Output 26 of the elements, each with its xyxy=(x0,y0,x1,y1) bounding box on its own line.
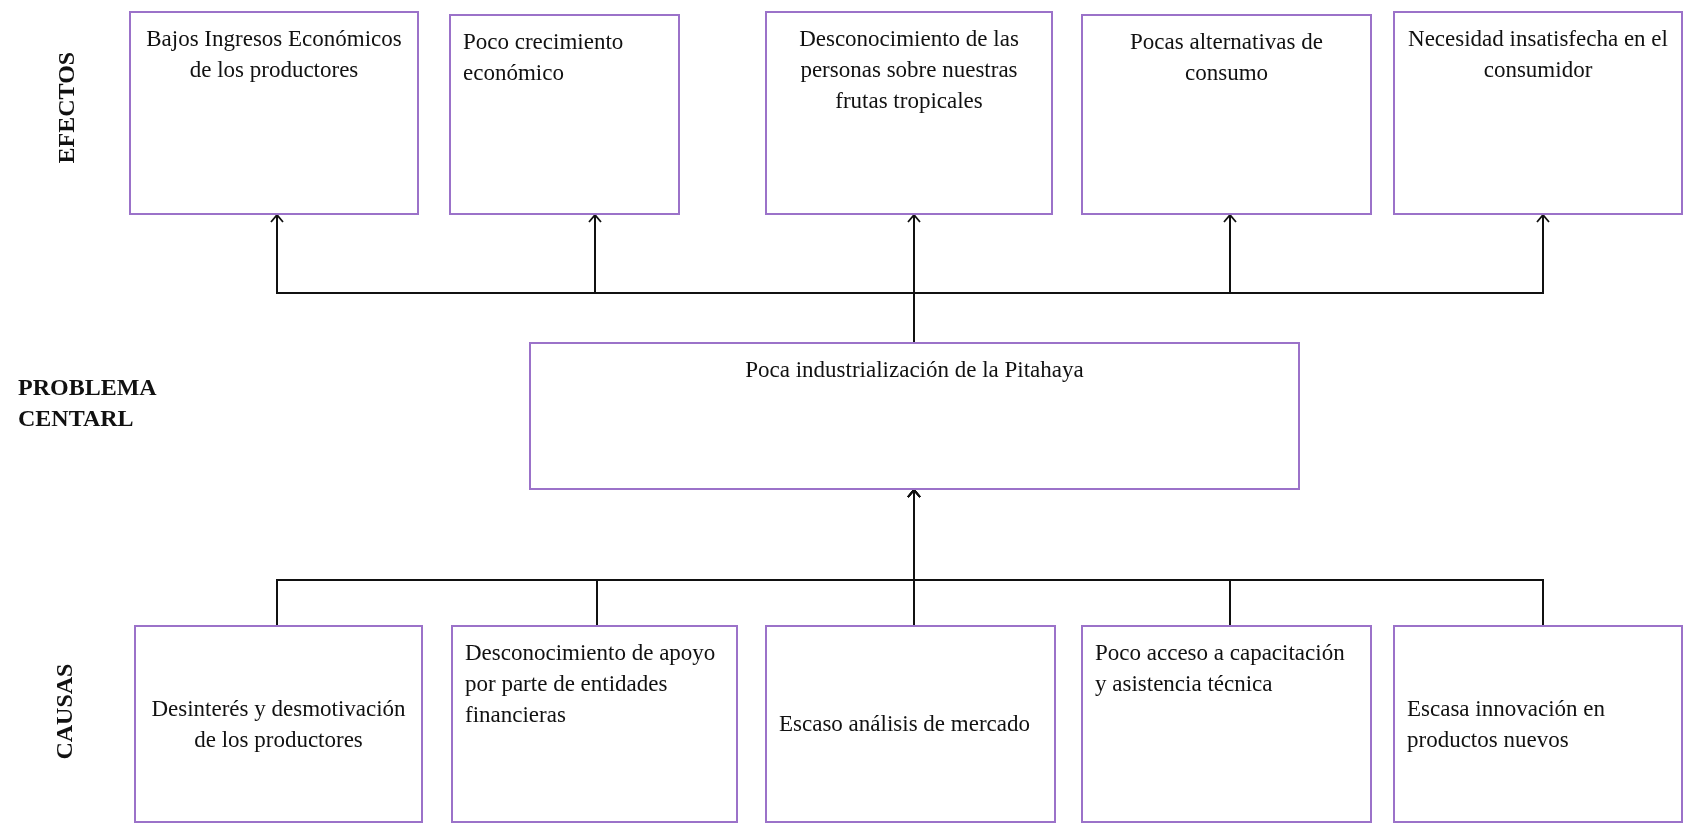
box-text: Poco acceso a capacitación y asistencia técnica xyxy=(1095,639,1346,699)
box-text: Poca industrialización de la Pitahaya xyxy=(744,356,1085,384)
text-box xyxy=(1393,11,1683,215)
box-text: Pocas alternativas de consumo xyxy=(1129,28,1324,88)
text-box xyxy=(765,11,1053,215)
box-text: Escasa innovación en productos nuevos xyxy=(1407,694,1606,754)
box-text: Necesidad insatisfecha en el consumidor xyxy=(1407,25,1669,85)
section-label: CAUSAS xyxy=(50,662,79,762)
text-box xyxy=(451,625,738,823)
section-label: PROBLEMA CENTARL xyxy=(18,373,157,434)
text-box xyxy=(765,625,1056,823)
box-text: Desconocimiento de apoyo por parte de entidades financieras xyxy=(465,639,717,730)
text-box xyxy=(134,625,423,823)
box-text: Poco crecimiento económico xyxy=(463,28,625,88)
box-text: Escaso análisis de mercado xyxy=(779,710,1031,739)
section-label: EFECTOS xyxy=(52,50,81,166)
text-box xyxy=(529,342,1300,490)
text-box xyxy=(1081,625,1372,823)
text-box xyxy=(129,11,419,215)
text-box xyxy=(1081,14,1372,215)
text-box xyxy=(1393,625,1683,823)
box-text: Bajos Ingresos Económicos de los productores xyxy=(145,25,403,85)
box-text: Desconocimiento de las personas sobre nuestras frutas tropicales xyxy=(798,25,1020,116)
text-box xyxy=(449,14,680,215)
arrow xyxy=(907,489,1544,626)
box-text: Desinterés y desmotivación de los productores xyxy=(150,694,407,754)
